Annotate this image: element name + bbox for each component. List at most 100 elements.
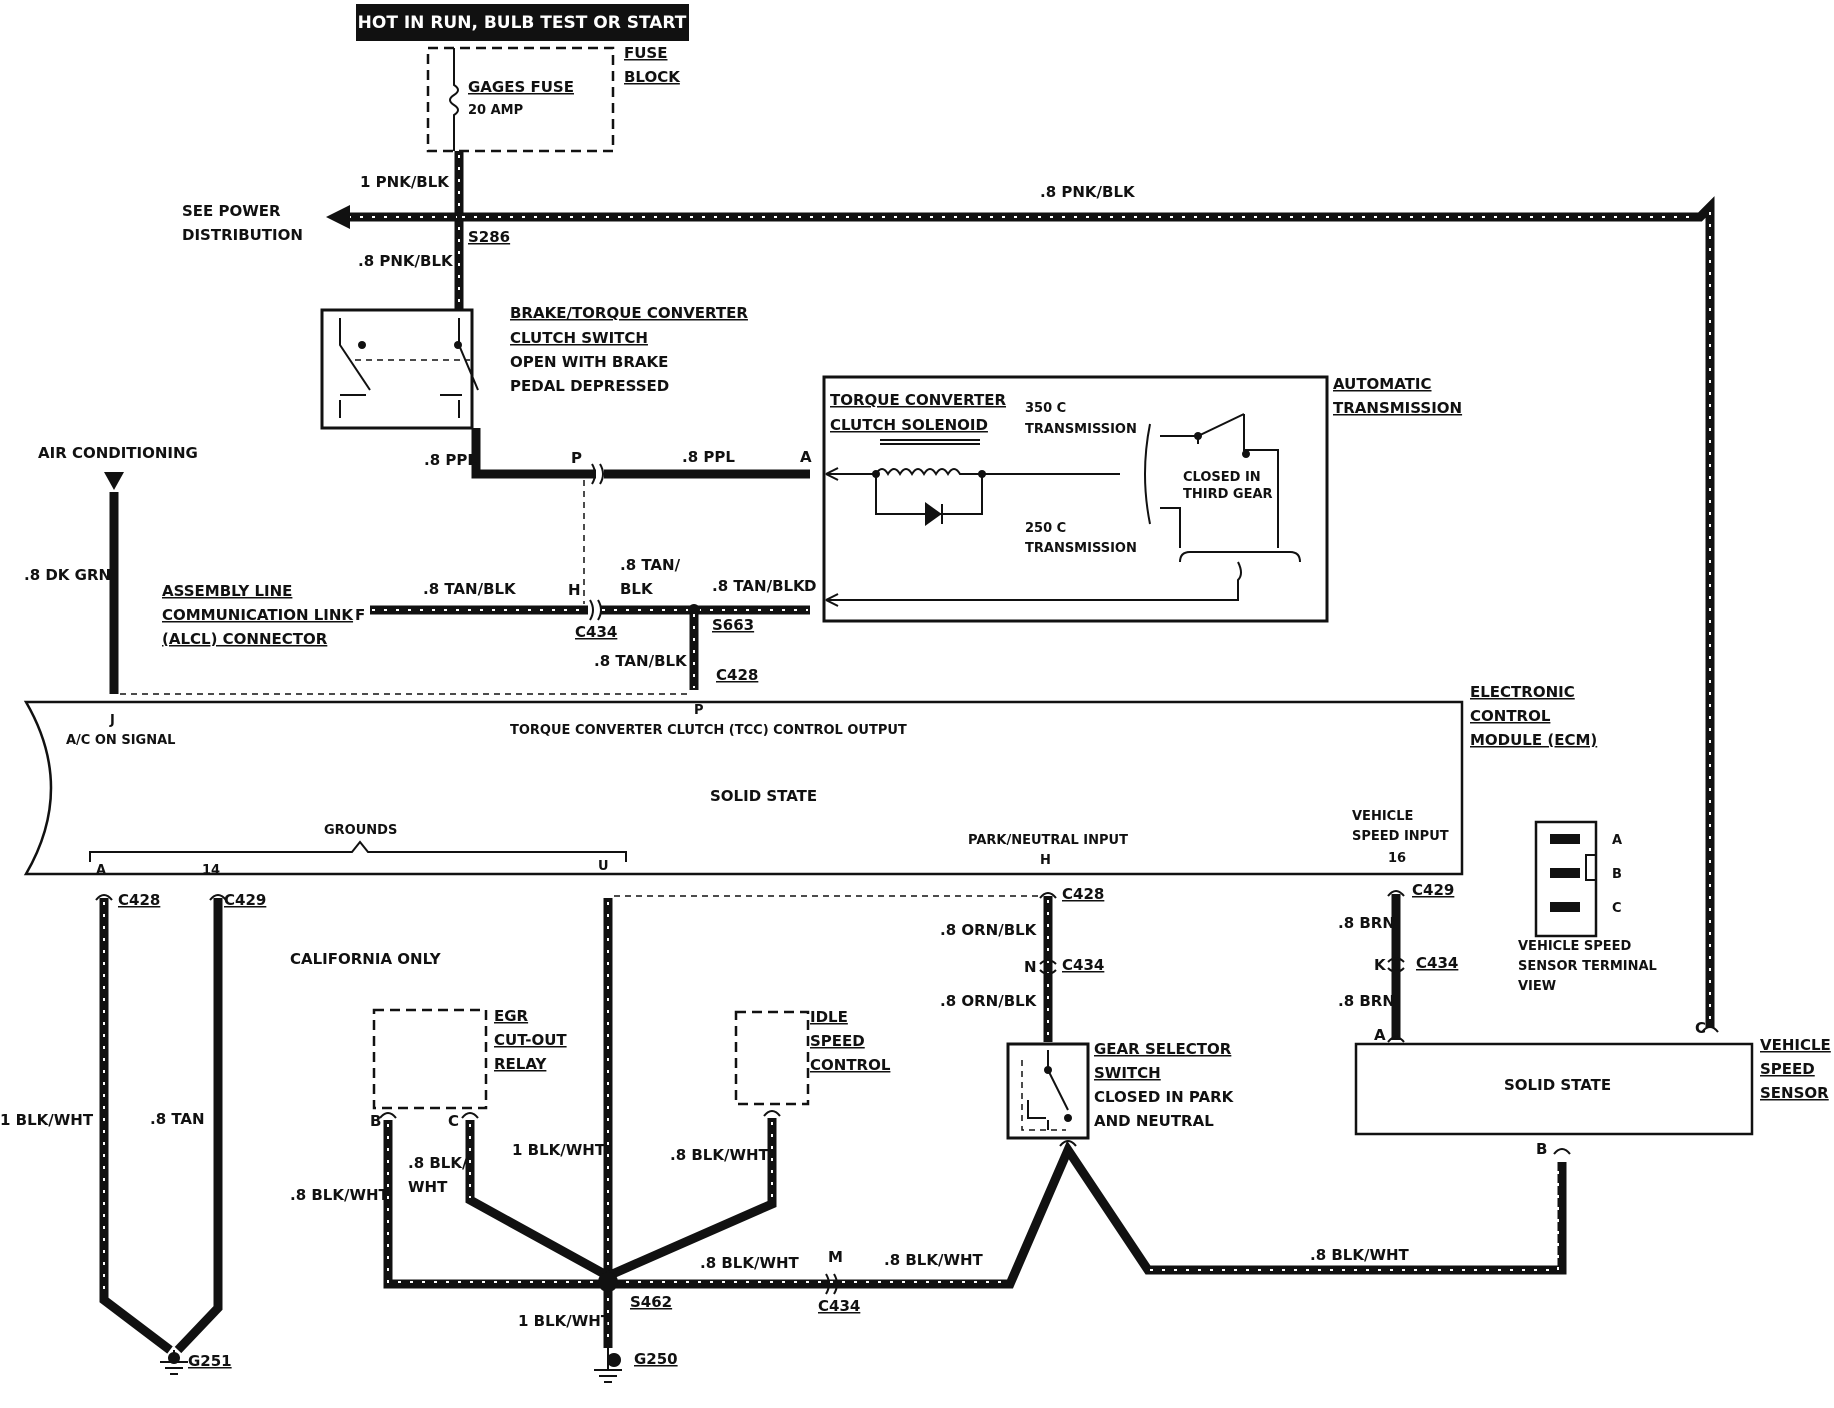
alcl-label-2: COMMUNICATION LINK xyxy=(162,606,354,624)
wire-egr-b-stripe xyxy=(387,1124,1559,1283)
vss-a-symbol xyxy=(1387,1036,1405,1043)
gear-selector-contact xyxy=(1064,1114,1072,1122)
gear-selector-label-2: SWITCH xyxy=(1094,1064,1161,1082)
pin-a-label: A xyxy=(800,448,812,466)
vss-terminal-c-label: C xyxy=(1612,901,1622,916)
ground-g251-dot xyxy=(168,1352,180,1364)
tcc-solenoid-label-2: CLUTCH SOLENOID xyxy=(830,416,988,434)
idle-pin-symbol xyxy=(763,1110,781,1117)
trans-250-label-2: TRANSMISSION xyxy=(1025,541,1137,556)
alcl-label-3: (ALCL) CONNECTOR xyxy=(162,630,328,648)
gear-selector-label-3: CLOSED IN PARK xyxy=(1094,1088,1235,1106)
connector-m-symbol xyxy=(825,1273,838,1295)
fuse-block-label-2: BLOCK xyxy=(624,68,681,86)
conn-c428-left: C428 xyxy=(118,891,160,909)
closed-third-gear-label-2: THIRD GEAR xyxy=(1183,487,1273,502)
egr-relay-box xyxy=(372,1008,488,1110)
california-only-label: CALIFORNIA ONLY xyxy=(290,950,442,968)
gear-wire-top-label: .8 ORN/BLK xyxy=(940,921,1038,939)
vss-pin-k: K xyxy=(1374,956,1387,974)
gear-c434-symbol xyxy=(1039,959,1057,975)
pin-p-label: P xyxy=(571,449,582,467)
ground-g250-label: G250 xyxy=(634,1350,678,1368)
solenoid-underline xyxy=(880,439,980,445)
splice-s663-label: S663 xyxy=(712,616,754,634)
idle-label-3: CONTROL xyxy=(810,1056,891,1074)
power-banner-text: HOT IN RUN, BULB TEST OR START xyxy=(358,13,687,33)
egr-pin-c-symbol xyxy=(461,1112,479,1119)
tcc-solenoid-label-1: TORQUE CONVERTER xyxy=(830,391,1006,409)
gear-c428-symbol xyxy=(1039,892,1057,899)
egr-pin-b: B xyxy=(370,1112,381,1130)
air-conditioning-label: AIR CONDITIONING xyxy=(38,444,198,462)
gear-conn-c434: C434 xyxy=(1062,956,1104,974)
wire-1-blk-wht-left-label: 1 BLK/WHT xyxy=(0,1111,94,1129)
brake-switch-pivot-1 xyxy=(358,341,366,349)
power-banner xyxy=(356,4,689,41)
vss-box xyxy=(1354,1042,1754,1136)
fuse-block-box xyxy=(426,46,615,153)
conn-c434-alcl: C434 xyxy=(575,623,617,641)
vss-conn-c429: C429 xyxy=(1412,881,1454,899)
wire-1-blk-wht-main-label: 1 BLK/WHT xyxy=(512,1141,606,1159)
brake-switch-label-3: OPEN WITH BRAKE xyxy=(510,353,668,371)
gear-pin-n: N xyxy=(1024,958,1037,976)
wire-1-blk-wht-left xyxy=(99,898,173,1354)
wire-tan-blk-mid-label-1: .8 TAN/ xyxy=(620,556,681,574)
closed-third-gear-label-1: CLOSED IN xyxy=(1183,470,1261,485)
ground-g250-dot xyxy=(607,1353,621,1367)
wire-idle-label: .8 BLK/WHT xyxy=(670,1146,770,1164)
wire-tan-blk-right-label: .8 TAN/BLK xyxy=(712,577,806,595)
egr-label-2: CUT-OUT xyxy=(494,1031,567,1049)
wire-egr-c-label-2: WHT xyxy=(408,1178,448,1196)
wire-8-ppl xyxy=(471,428,596,479)
vss-terminal-c xyxy=(1550,902,1580,912)
wire-egr-c xyxy=(465,1120,611,1280)
wire-8-pnk-blk-top-label: .8 PNK/BLK xyxy=(1040,183,1136,201)
pin-h-label: H xyxy=(568,581,581,599)
wire-1-pnk-blk-label: 1 PNK/BLK xyxy=(360,173,450,191)
ecm-pin-16: 16 xyxy=(1388,851,1406,866)
connector-p-symbol xyxy=(591,463,604,485)
wire-8-pnk-blk-to-vss xyxy=(459,196,1715,1028)
splice-s286-label: S286 xyxy=(468,228,510,246)
vss-c429-symbol xyxy=(1387,890,1405,897)
vss-label-1: VEHICLE xyxy=(1760,1036,1831,1054)
ecm-pin-a: A xyxy=(96,863,106,878)
vss-pin-a: A xyxy=(1374,1026,1386,1044)
vss-label-2: SPEED xyxy=(1760,1060,1815,1078)
conn-c434-bottom: C434 xyxy=(818,1297,860,1315)
third-gear-node-2 xyxy=(1242,450,1250,458)
vss-terminal-a xyxy=(1550,834,1580,844)
alcl-pin-f: F xyxy=(355,606,365,624)
vss-label-3: SENSOR xyxy=(1760,1084,1829,1102)
idle-label-1: IDLE xyxy=(810,1008,848,1026)
ecm-label-1: ELECTRONIC xyxy=(1470,683,1575,701)
vss-terminal-a-label: A xyxy=(1612,833,1622,848)
vss-solid-state-label: SOLID STATE xyxy=(1504,1076,1611,1094)
wire-egr-b-label: .8 BLK/WHT xyxy=(290,1186,390,1204)
wire-idle xyxy=(606,1118,777,1281)
egr-label-1: EGR xyxy=(494,1007,529,1025)
conn-c428-left-symbol xyxy=(95,894,113,901)
ecm-label-3: MODULE (ECM) xyxy=(1470,731,1597,749)
vss-pin-c: C xyxy=(1695,1019,1706,1037)
vss-terminal-notch xyxy=(1585,854,1596,881)
connector-h-symbol xyxy=(589,599,602,621)
vss-terminal-b xyxy=(1550,868,1580,878)
ecm-pin-j: J xyxy=(109,713,115,728)
ecm-solid-state-label: SOLID STATE xyxy=(710,787,817,805)
trans-arrow-d xyxy=(825,593,839,607)
grounds-label: GROUNDS xyxy=(324,823,397,838)
trans-250-label-1: 250 C xyxy=(1025,521,1066,536)
park-neutral-label: PARK/NEUTRAL INPUT xyxy=(968,833,1128,848)
ecm-pin-p: P xyxy=(694,703,704,718)
trans-350-label-2: TRANSMISSION xyxy=(1025,422,1137,437)
ground-g251-label: G251 xyxy=(188,1352,232,1370)
wire-tan-blk-mid-label-2: BLK xyxy=(620,580,654,598)
see-power-label-2: DISTRIBUTION xyxy=(182,226,303,244)
wire-8-pnk-blk-down-label: .8 PNK/BLK xyxy=(358,252,454,270)
conn-c429-left: C429 xyxy=(224,891,266,909)
wire-right-1-label: .8 BLK/WHT xyxy=(700,1254,800,1272)
